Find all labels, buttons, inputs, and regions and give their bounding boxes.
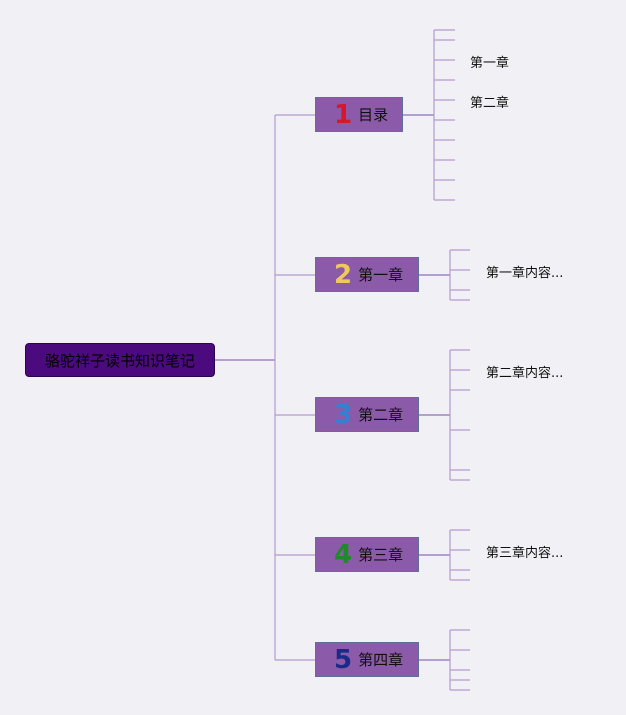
branch-node-3[interactable]: 3 第二章: [315, 397, 419, 432]
branch-number-2: 2: [334, 259, 353, 290]
leaf-label[interactable]: 第一章内容...: [486, 266, 564, 281]
branch-node-1[interactable]: 1 目录: [315, 97, 403, 132]
branch-node-4[interactable]: 4 第三章: [315, 537, 419, 572]
branch-label-3: 第二章: [358, 406, 404, 424]
leaf-label[interactable]: 第二章内容...: [486, 366, 564, 381]
branch-number-5: 5: [334, 644, 353, 675]
branch-label-5: 第四章: [358, 651, 404, 669]
root-topic-label: 骆驼祥子读书知识笔记: [44, 351, 195, 370]
branch-label-4: 第三章: [358, 546, 404, 564]
branch-node-5[interactable]: 5 第四章: [315, 642, 419, 677]
leaf-label[interactable]: 第二章: [470, 96, 510, 111]
branch-label-1: 目录: [358, 106, 389, 124]
branch-node-2[interactable]: 2 第一章: [315, 257, 419, 292]
branch-label-2: 第一章: [358, 266, 404, 284]
branch-number-3: 3: [334, 399, 353, 430]
root-topic[interactable]: 骆驼祥子读书知识笔记: [25, 343, 215, 377]
branch-number-4: 4: [334, 539, 353, 570]
leaf-label[interactable]: 第三章内容...: [486, 546, 564, 561]
connector-lines: [215, 29, 470, 691]
leaf-label[interactable]: 第一章: [470, 56, 510, 71]
branch-number-1: 1: [334, 99, 353, 130]
